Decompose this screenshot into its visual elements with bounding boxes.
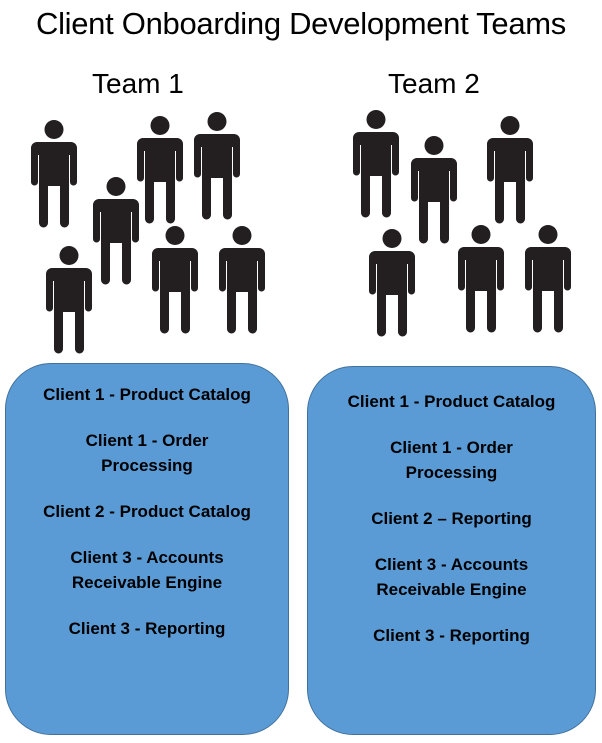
project-item: Client 2 - Product Catalog	[43, 502, 251, 521]
person-icon	[458, 225, 504, 333]
person-icon	[194, 112, 240, 220]
person-icon	[219, 226, 265, 334]
person-icon	[353, 110, 399, 218]
project-item: Client 3 - Accounts Receivable Engine	[374, 555, 529, 599]
team-2-label: Team 2	[388, 68, 480, 99]
person-icon	[487, 116, 533, 224]
project-item: Client 1 - Product Catalog	[347, 392, 556, 411]
team-2-project-list: Client 1 - Product Catalog Client 1 - Or…	[308, 389, 595, 669]
diagram-title: Client Onboarding Development Teams	[35, 6, 566, 41]
person-icon	[137, 116, 183, 224]
project-item: Client 3 - Accounts Receivable Engine	[70, 548, 224, 592]
team-1-project-list: Client 1 - Product Catalog Client 1 - Or…	[6, 382, 288, 662]
project-item: Client 3 - Reporting	[68, 619, 226, 638]
person-icon	[46, 246, 92, 354]
team-1-projects-box: Client 1 - Product Catalog Client 1 - Or…	[5, 363, 289, 735]
project-item: Client 2 – Reporting	[371, 509, 532, 528]
project-item: Client 1 - Product Catalog	[43, 385, 251, 404]
project-item: Client 1 - Order Processing	[390, 438, 513, 482]
person-icon	[525, 225, 571, 333]
project-item: Client 3 - Reporting	[373, 626, 530, 645]
team-2-projects-box: Client 1 - Product Catalog Client 1 - Or…	[307, 366, 596, 735]
person-icon	[411, 136, 457, 244]
person-icon	[93, 177, 139, 285]
person-icon	[152, 226, 198, 334]
person-icon	[369, 229, 415, 337]
project-item: Client 1 - Order Processing	[85, 431, 209, 475]
team-members-figures	[31, 110, 571, 354]
person-icon	[31, 120, 77, 228]
team-1-label: Team 1	[92, 68, 184, 99]
